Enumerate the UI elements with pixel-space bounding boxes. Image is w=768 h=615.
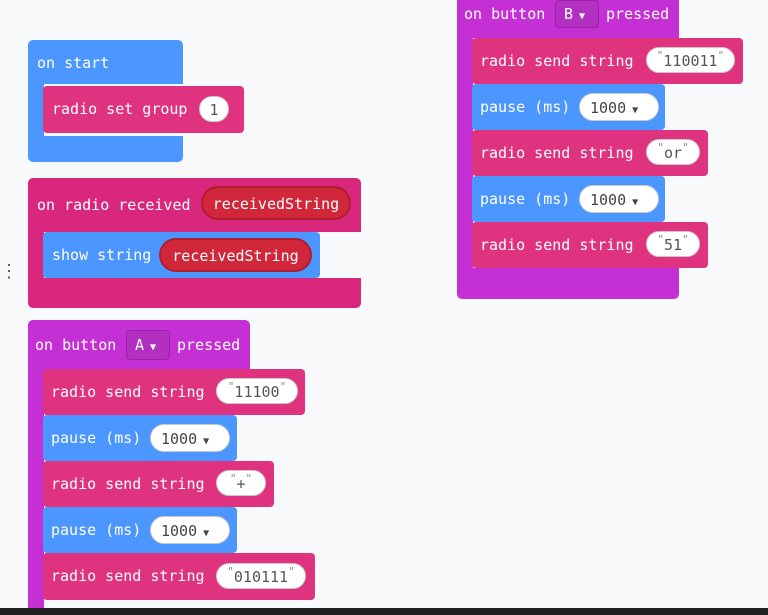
- bottom-edge: [0, 608, 768, 615]
- pause-label: pause (ms): [51, 429, 142, 447]
- send-string-label: radio send string: [480, 236, 634, 254]
- send-string-label: radio send string: [51, 475, 205, 493]
- send-string-label: radio send string: [480, 52, 634, 70]
- on-button-a-side: [28, 370, 44, 608]
- a-string-value-1: 11100: [234, 383, 280, 401]
- on-button-b-side: [457, 38, 473, 270]
- on-button-b-footer: [457, 268, 679, 299]
- received-string-variable[interactable]: receivedString: [159, 238, 312, 272]
- show-string-block[interactable]: show string receivedString: [43, 232, 320, 278]
- a-pause-value-2: 1000: [161, 522, 198, 540]
- received-string-param-label: receivedString: [212, 195, 340, 213]
- b-pause-1[interactable]: pause (ms) 1000 ▼: [472, 84, 665, 130]
- send-string-label: radio send string: [51, 383, 205, 401]
- b-string-input-3[interactable]: "51": [646, 231, 700, 257]
- a-string-input-1[interactable]: "11100": [216, 378, 298, 404]
- a-pause-dropdown-1[interactable]: 1000 ▼: [150, 424, 230, 452]
- a-send-string-2[interactable]: radio send string "+": [43, 461, 274, 507]
- b-pause-dropdown-2[interactable]: 1000 ▼: [579, 185, 659, 213]
- on-radio-received-header[interactable]: on radio received receivedString: [28, 178, 361, 232]
- on-button-a-header[interactable]: on button A▼ pressed: [28, 320, 250, 370]
- chevron-down-icon: ▼: [203, 436, 210, 447]
- b-send-string-3[interactable]: radio send string "51": [472, 222, 708, 268]
- on-radio-received-label: on radio received: [37, 196, 191, 214]
- received-string-variable-label: receivedString: [172, 247, 299, 265]
- a-send-string-1[interactable]: radio send string "11100": [43, 369, 305, 415]
- a-pause-dropdown-2[interactable]: 1000 ▼: [150, 516, 230, 544]
- a-string-value-3: 010111: [233, 568, 289, 586]
- b-string-input-1[interactable]: "110011": [646, 47, 735, 73]
- workspace-drag-handle[interactable]: ⋮: [0, 261, 18, 282]
- button-a-dropdown[interactable]: A▼: [126, 330, 170, 360]
- b-string-value-2: or: [663, 144, 683, 162]
- a-pause-1[interactable]: pause (ms) 1000 ▼: [43, 415, 237, 461]
- b-string-input-2[interactable]: "or": [646, 139, 700, 165]
- on-button-b-prefix: on button: [464, 5, 546, 23]
- on-radio-received-side: [28, 232, 44, 282]
- chevron-down-icon: ▼: [632, 197, 639, 208]
- button-b-dropdown[interactable]: B▼: [555, 0, 599, 28]
- button-b-value: B: [564, 5, 574, 23]
- chevron-down-icon: ▼: [579, 11, 586, 22]
- on-start-side: [28, 84, 44, 138]
- radio-set-group-label: radio set group: [52, 100, 188, 118]
- on-start-footer: [28, 136, 183, 162]
- chevron-down-icon: ▼: [150, 342, 157, 353]
- chevron-down-icon: ▼: [632, 105, 639, 116]
- b-pause-2[interactable]: pause (ms) 1000 ▼: [472, 176, 665, 222]
- received-string-param[interactable]: receivedString: [201, 186, 351, 220]
- b-pause-value-1: 1000: [590, 99, 627, 117]
- send-string-label: radio send string: [51, 567, 205, 585]
- on-radio-received-footer: [28, 278, 361, 308]
- b-send-string-1[interactable]: radio send string "110011": [472, 38, 743, 84]
- group-number-input[interactable]: 1: [199, 96, 229, 122]
- show-string-label: show string: [52, 246, 152, 264]
- on-start-label: on start: [37, 54, 110, 72]
- chevron-down-icon: ▼: [203, 528, 210, 539]
- b-pause-dropdown-1[interactable]: 1000 ▼: [579, 93, 659, 121]
- send-string-label: radio send string: [480, 144, 634, 162]
- b-pause-value-2: 1000: [590, 191, 627, 209]
- pause-label: pause (ms): [480, 190, 571, 208]
- a-pause-value-1: 1000: [161, 430, 198, 448]
- on-start-header[interactable]: on start: [28, 40, 183, 84]
- b-string-value-3: 51: [663, 236, 683, 254]
- a-send-string-3[interactable]: radio send string "010111": [43, 553, 315, 600]
- on-button-a-prefix: on button: [35, 336, 117, 354]
- a-pause-2[interactable]: pause (ms) 1000 ▼: [43, 507, 237, 553]
- radio-set-group-block[interactable]: radio set group 1: [43, 86, 244, 133]
- on-button-b-header[interactable]: on button B▼ pressed: [457, 0, 679, 38]
- on-button-b-suffix: pressed: [606, 5, 670, 23]
- b-string-value-1: 110011: [663, 52, 718, 70]
- pause-label: pause (ms): [51, 521, 142, 539]
- pause-label: pause (ms): [480, 98, 571, 116]
- a-string-input-2[interactable]: "+": [216, 470, 266, 496]
- a-string-value-2: +: [236, 475, 246, 493]
- on-button-a-suffix: pressed: [177, 336, 241, 354]
- a-string-input-3[interactable]: "010111": [216, 563, 306, 589]
- group-number-value: 1: [209, 101, 219, 119]
- button-a-value: A: [135, 336, 145, 354]
- b-send-string-2[interactable]: radio send string "or": [472, 130, 708, 176]
